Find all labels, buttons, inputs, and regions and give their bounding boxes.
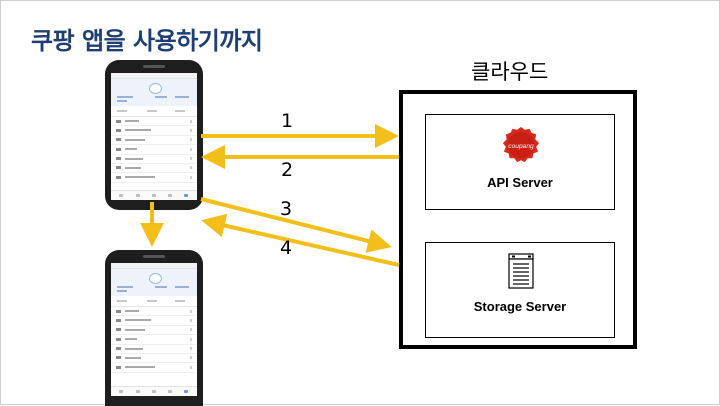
phone-speaker — [143, 65, 165, 68]
svg-text:coupang: coupang — [508, 143, 534, 150]
profile-avatar-icon — [149, 83, 162, 94]
arrow-label-1: 1 — [281, 110, 294, 132]
storage-server-box: Storage Server — [425, 242, 615, 338]
slide-title: 쿠팡 앱을 사용하기까지 — [31, 27, 263, 55]
arrow-4-response — [201, 213, 400, 267]
profile-avatar-icon — [149, 273, 162, 284]
api-server-label: API Server — [487, 175, 553, 190]
coupang-logo-icon: coupang — [502, 126, 540, 163]
smartphone-top — [105, 60, 203, 210]
arrow-label-2: 2 — [281, 159, 294, 181]
cloud-label: 클라우드 — [471, 60, 549, 84]
phone-speaker — [143, 255, 165, 258]
arrow-label-3: 3 — [280, 198, 293, 220]
arrow-label-4: 4 — [280, 237, 293, 259]
database-server-icon — [508, 253, 534, 289]
coupang-app-screen — [111, 73, 197, 200]
smartphone-bottom — [105, 250, 203, 406]
api-server-box: coupang API Server — [425, 114, 615, 210]
coupang-app-screen — [111, 263, 197, 396]
storage-server-label: Storage Server — [473, 299, 567, 314]
arrow-3-request — [200, 197, 392, 253]
